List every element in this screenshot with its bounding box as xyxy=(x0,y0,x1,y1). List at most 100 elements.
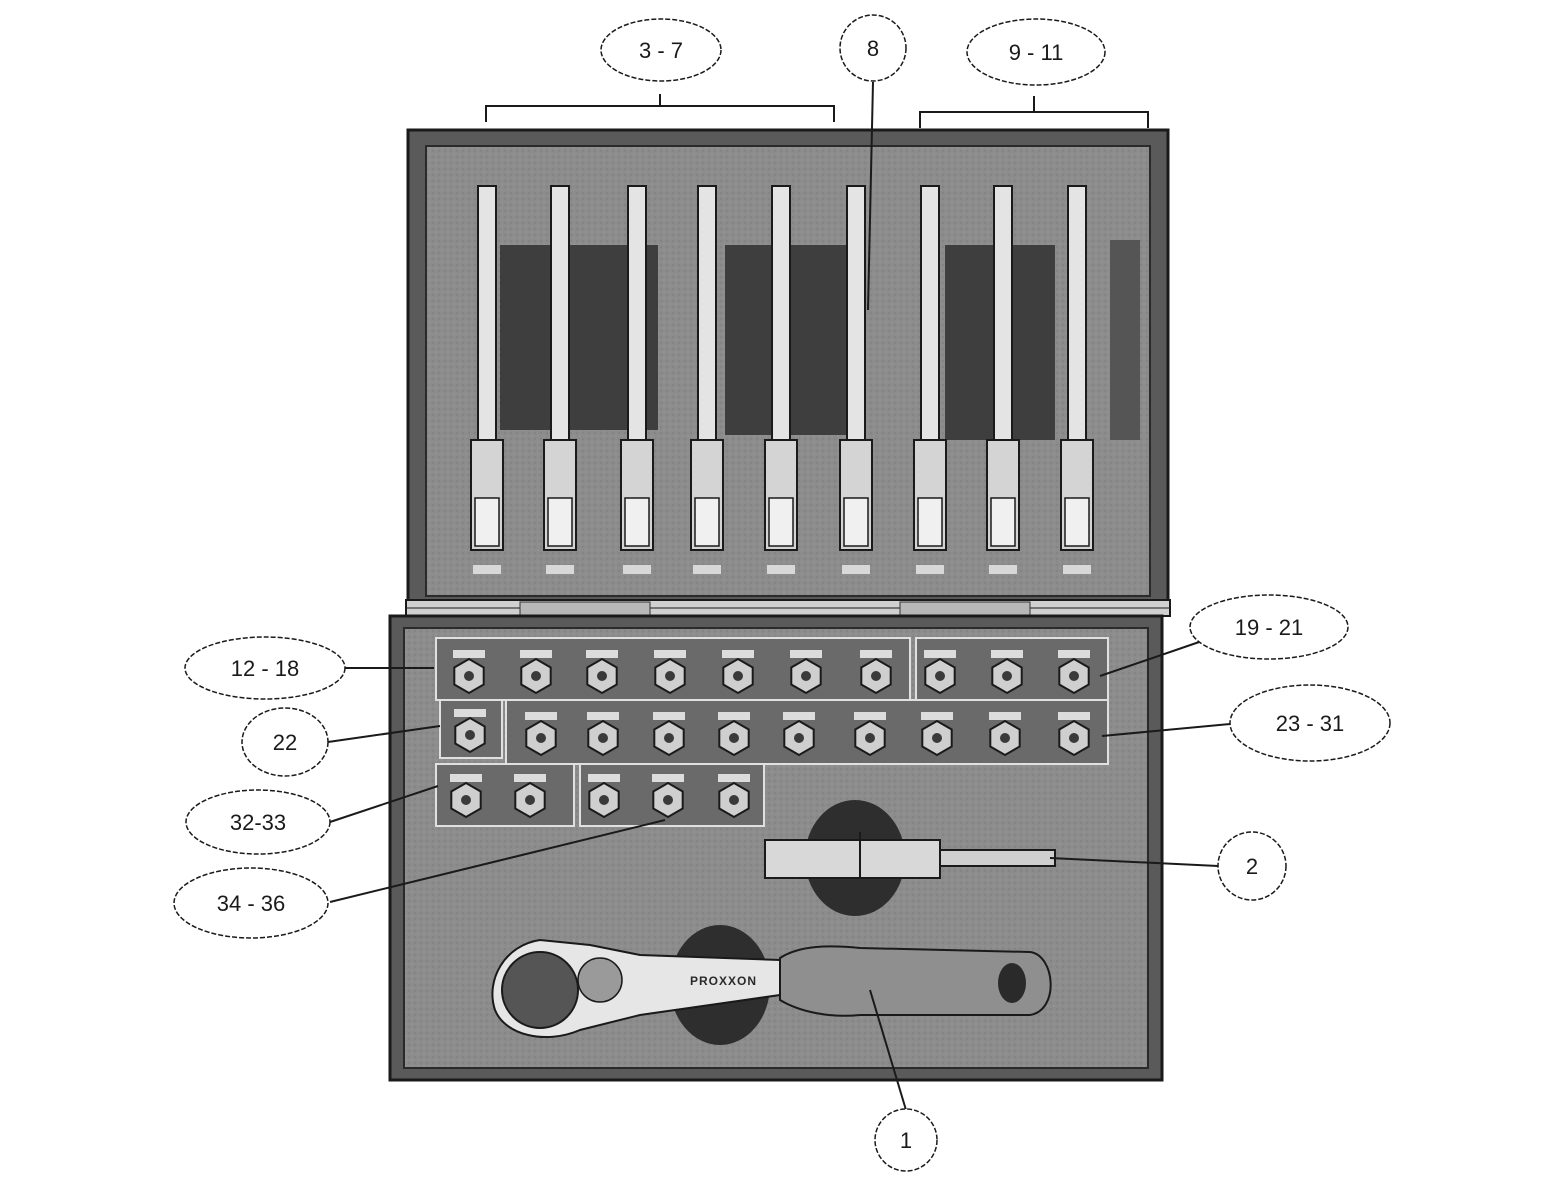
long-bit xyxy=(470,185,504,574)
short-bit xyxy=(1058,712,1090,757)
bit-size-tag xyxy=(652,774,684,782)
leader-22 xyxy=(327,725,441,743)
bit-size-tag xyxy=(854,712,886,720)
long-bit xyxy=(1060,185,1094,574)
bit-size-tag xyxy=(453,650,485,658)
short-bit xyxy=(790,650,822,695)
bit-size-tag xyxy=(1063,565,1091,574)
callout-8: 8 xyxy=(839,14,907,82)
short-bit xyxy=(653,712,685,757)
callout-label-23-31: 23 - 31 xyxy=(1276,711,1345,736)
bit-size-tag xyxy=(767,565,795,574)
callout-23-31: 23 - 31 xyxy=(1229,684,1391,762)
bit-size-tag xyxy=(991,650,1023,658)
case-hinge xyxy=(405,599,1171,617)
short-bit xyxy=(450,774,482,819)
long-bit xyxy=(839,185,873,574)
bit-size-tag xyxy=(473,565,501,574)
bit-size-tag xyxy=(924,650,956,658)
bit-size-tag xyxy=(693,565,721,574)
bit-size-tag xyxy=(546,565,574,574)
bit-size-tag xyxy=(989,565,1017,574)
leader-8 xyxy=(867,81,874,311)
callout-label-9-11: 9 - 11 xyxy=(1009,40,1064,65)
short-bit xyxy=(454,709,486,754)
short-bit xyxy=(514,774,546,819)
ratchet-brand-label: PROXXON xyxy=(690,974,757,988)
extension-bar xyxy=(764,800,1056,916)
callout-label-32-33: 32-33 xyxy=(230,810,286,835)
callout-label-12-18: 12 - 18 xyxy=(231,656,300,681)
short-bit xyxy=(991,650,1023,695)
short-bit xyxy=(654,650,686,695)
short-bit xyxy=(1058,650,1090,695)
leader-1 xyxy=(869,989,907,1111)
leader-2 xyxy=(1049,857,1219,867)
bit-size-tag xyxy=(1058,712,1090,720)
bit-size-tag xyxy=(623,565,651,574)
ratchet-handle: PROXXON xyxy=(491,925,1052,1045)
bit-size-tag xyxy=(520,650,552,658)
bracket-9-11 xyxy=(919,96,1149,128)
long-bit xyxy=(913,185,947,574)
bracket-3-7 xyxy=(485,94,835,122)
bit-size-tag xyxy=(454,709,486,717)
callout-label-34-36: 34 - 36 xyxy=(217,891,286,916)
short-bit xyxy=(718,712,750,757)
leader-19-21 xyxy=(1099,639,1206,677)
callout-9-11: 9 - 11 xyxy=(966,18,1106,86)
bit-size-tag xyxy=(783,712,815,720)
lid-cutout-2 xyxy=(725,245,865,435)
long-bit xyxy=(986,185,1020,574)
short-bit xyxy=(921,712,953,757)
short-bit xyxy=(652,774,684,819)
short-bit xyxy=(586,650,618,695)
short-bit-grid xyxy=(450,650,1090,819)
bit-size-tag xyxy=(718,712,750,720)
callout-22: 22 xyxy=(241,707,329,777)
bit-size-tag xyxy=(842,565,870,574)
short-bit xyxy=(722,650,754,695)
short-bit xyxy=(588,774,620,819)
callout-label-2: 2 xyxy=(1246,854,1258,879)
callout-label-1: 1 xyxy=(900,1128,912,1153)
bit-size-tag xyxy=(718,774,750,782)
leader-32-33 xyxy=(329,785,439,823)
short-bit xyxy=(860,650,892,695)
bit-size-tag xyxy=(722,650,754,658)
callout-12-18: 12 - 18 xyxy=(184,636,346,700)
bit-size-tag xyxy=(1058,650,1090,658)
bit-size-tag xyxy=(588,774,620,782)
bit-size-tag xyxy=(586,650,618,658)
bit-size-tag xyxy=(525,712,557,720)
callout-label-3-7: 3 - 7 xyxy=(639,38,683,63)
bit-size-tag xyxy=(860,650,892,658)
short-bit xyxy=(525,712,557,757)
leader-lines xyxy=(327,81,1231,1111)
bit-size-tag xyxy=(921,712,953,720)
long-bit xyxy=(764,185,798,574)
callout-1: 1 xyxy=(874,1108,938,1172)
short-bit xyxy=(989,712,1021,757)
short-bit xyxy=(924,650,956,695)
short-bit xyxy=(854,712,886,757)
callout-label-19-21: 19 - 21 xyxy=(1235,615,1304,640)
callout-label-8: 8 xyxy=(867,36,879,61)
callout-2: 2 xyxy=(1217,831,1287,901)
callout-32-33: 32-33 xyxy=(185,789,331,855)
long-bit xyxy=(690,185,724,574)
callout-3-7: 3 - 7 xyxy=(600,18,722,82)
callout-34-36: 34 - 36 xyxy=(173,867,329,939)
leader-23-31 xyxy=(1101,723,1231,737)
callout-19-21: 19 - 21 xyxy=(1189,594,1349,660)
bit-size-tag xyxy=(790,650,822,658)
bit-size-tag xyxy=(450,774,482,782)
leader-34-36 xyxy=(329,819,666,903)
short-bit xyxy=(718,774,750,819)
short-bit xyxy=(520,650,552,695)
bit-size-tag xyxy=(587,712,619,720)
long-bit xyxy=(620,185,654,574)
bit-size-tag xyxy=(653,712,685,720)
bit-size-tag xyxy=(514,774,546,782)
